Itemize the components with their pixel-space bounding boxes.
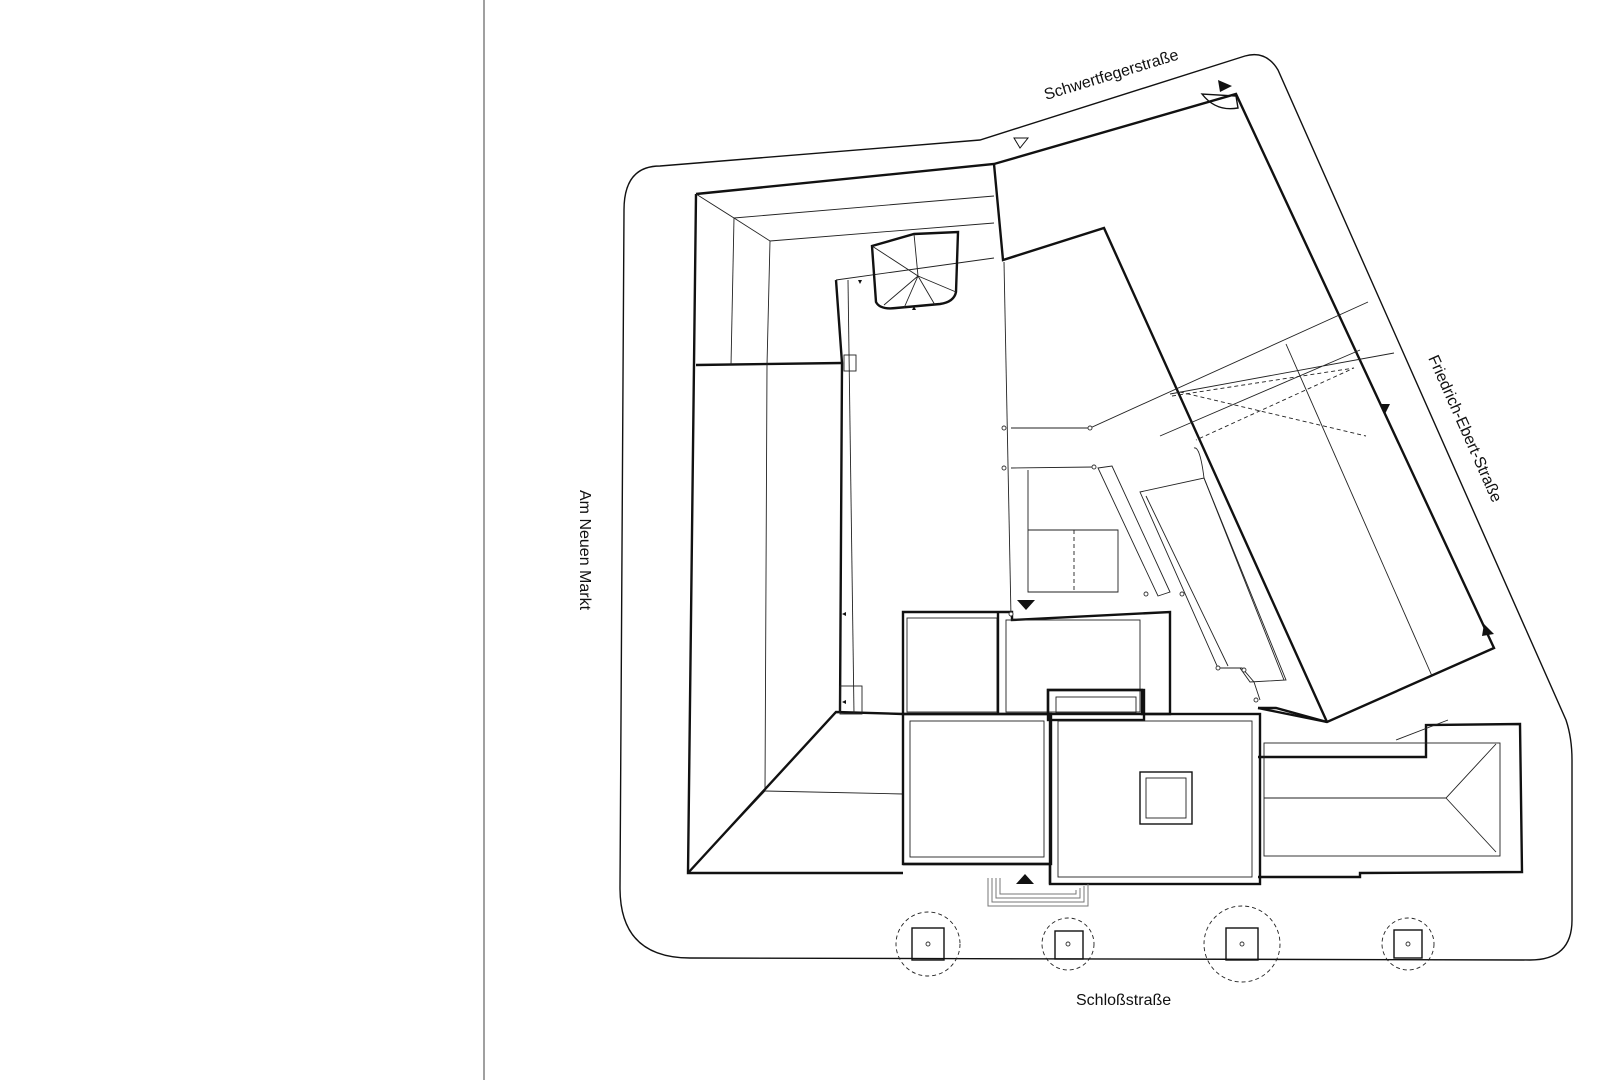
survey-nodes xyxy=(1001,425,1259,703)
tree-2 xyxy=(1041,917,1095,971)
filled-triangle-icon xyxy=(858,280,862,284)
tree-4 xyxy=(1381,917,1435,971)
filled-triangle-icon xyxy=(1017,600,1035,610)
street-label-west: Am Neuen Markt xyxy=(576,490,593,611)
street-label-north: Schwertfegerstraße xyxy=(1042,47,1181,104)
filled-triangle-icon xyxy=(1482,624,1494,636)
corner-arc xyxy=(1200,93,1239,110)
south-buildings xyxy=(901,610,1262,907)
open-triangle-icon xyxy=(1013,137,1030,149)
street-trees xyxy=(895,905,1435,983)
building-block xyxy=(686,92,1524,879)
filled-triangle-icon xyxy=(912,306,916,310)
access-markers xyxy=(842,80,1494,884)
filled-triangle-icon xyxy=(842,700,846,704)
tree-1 xyxy=(895,911,961,977)
filled-triangle-icon xyxy=(842,612,846,616)
filled-triangle-icon xyxy=(1380,404,1390,414)
filled-triangle-icon xyxy=(1016,874,1034,884)
filled-triangle-icon xyxy=(1218,80,1232,92)
street-label-south: Schloßstraße xyxy=(1076,992,1171,1009)
tree-3 xyxy=(1203,905,1281,983)
site-boundary xyxy=(619,53,1573,961)
